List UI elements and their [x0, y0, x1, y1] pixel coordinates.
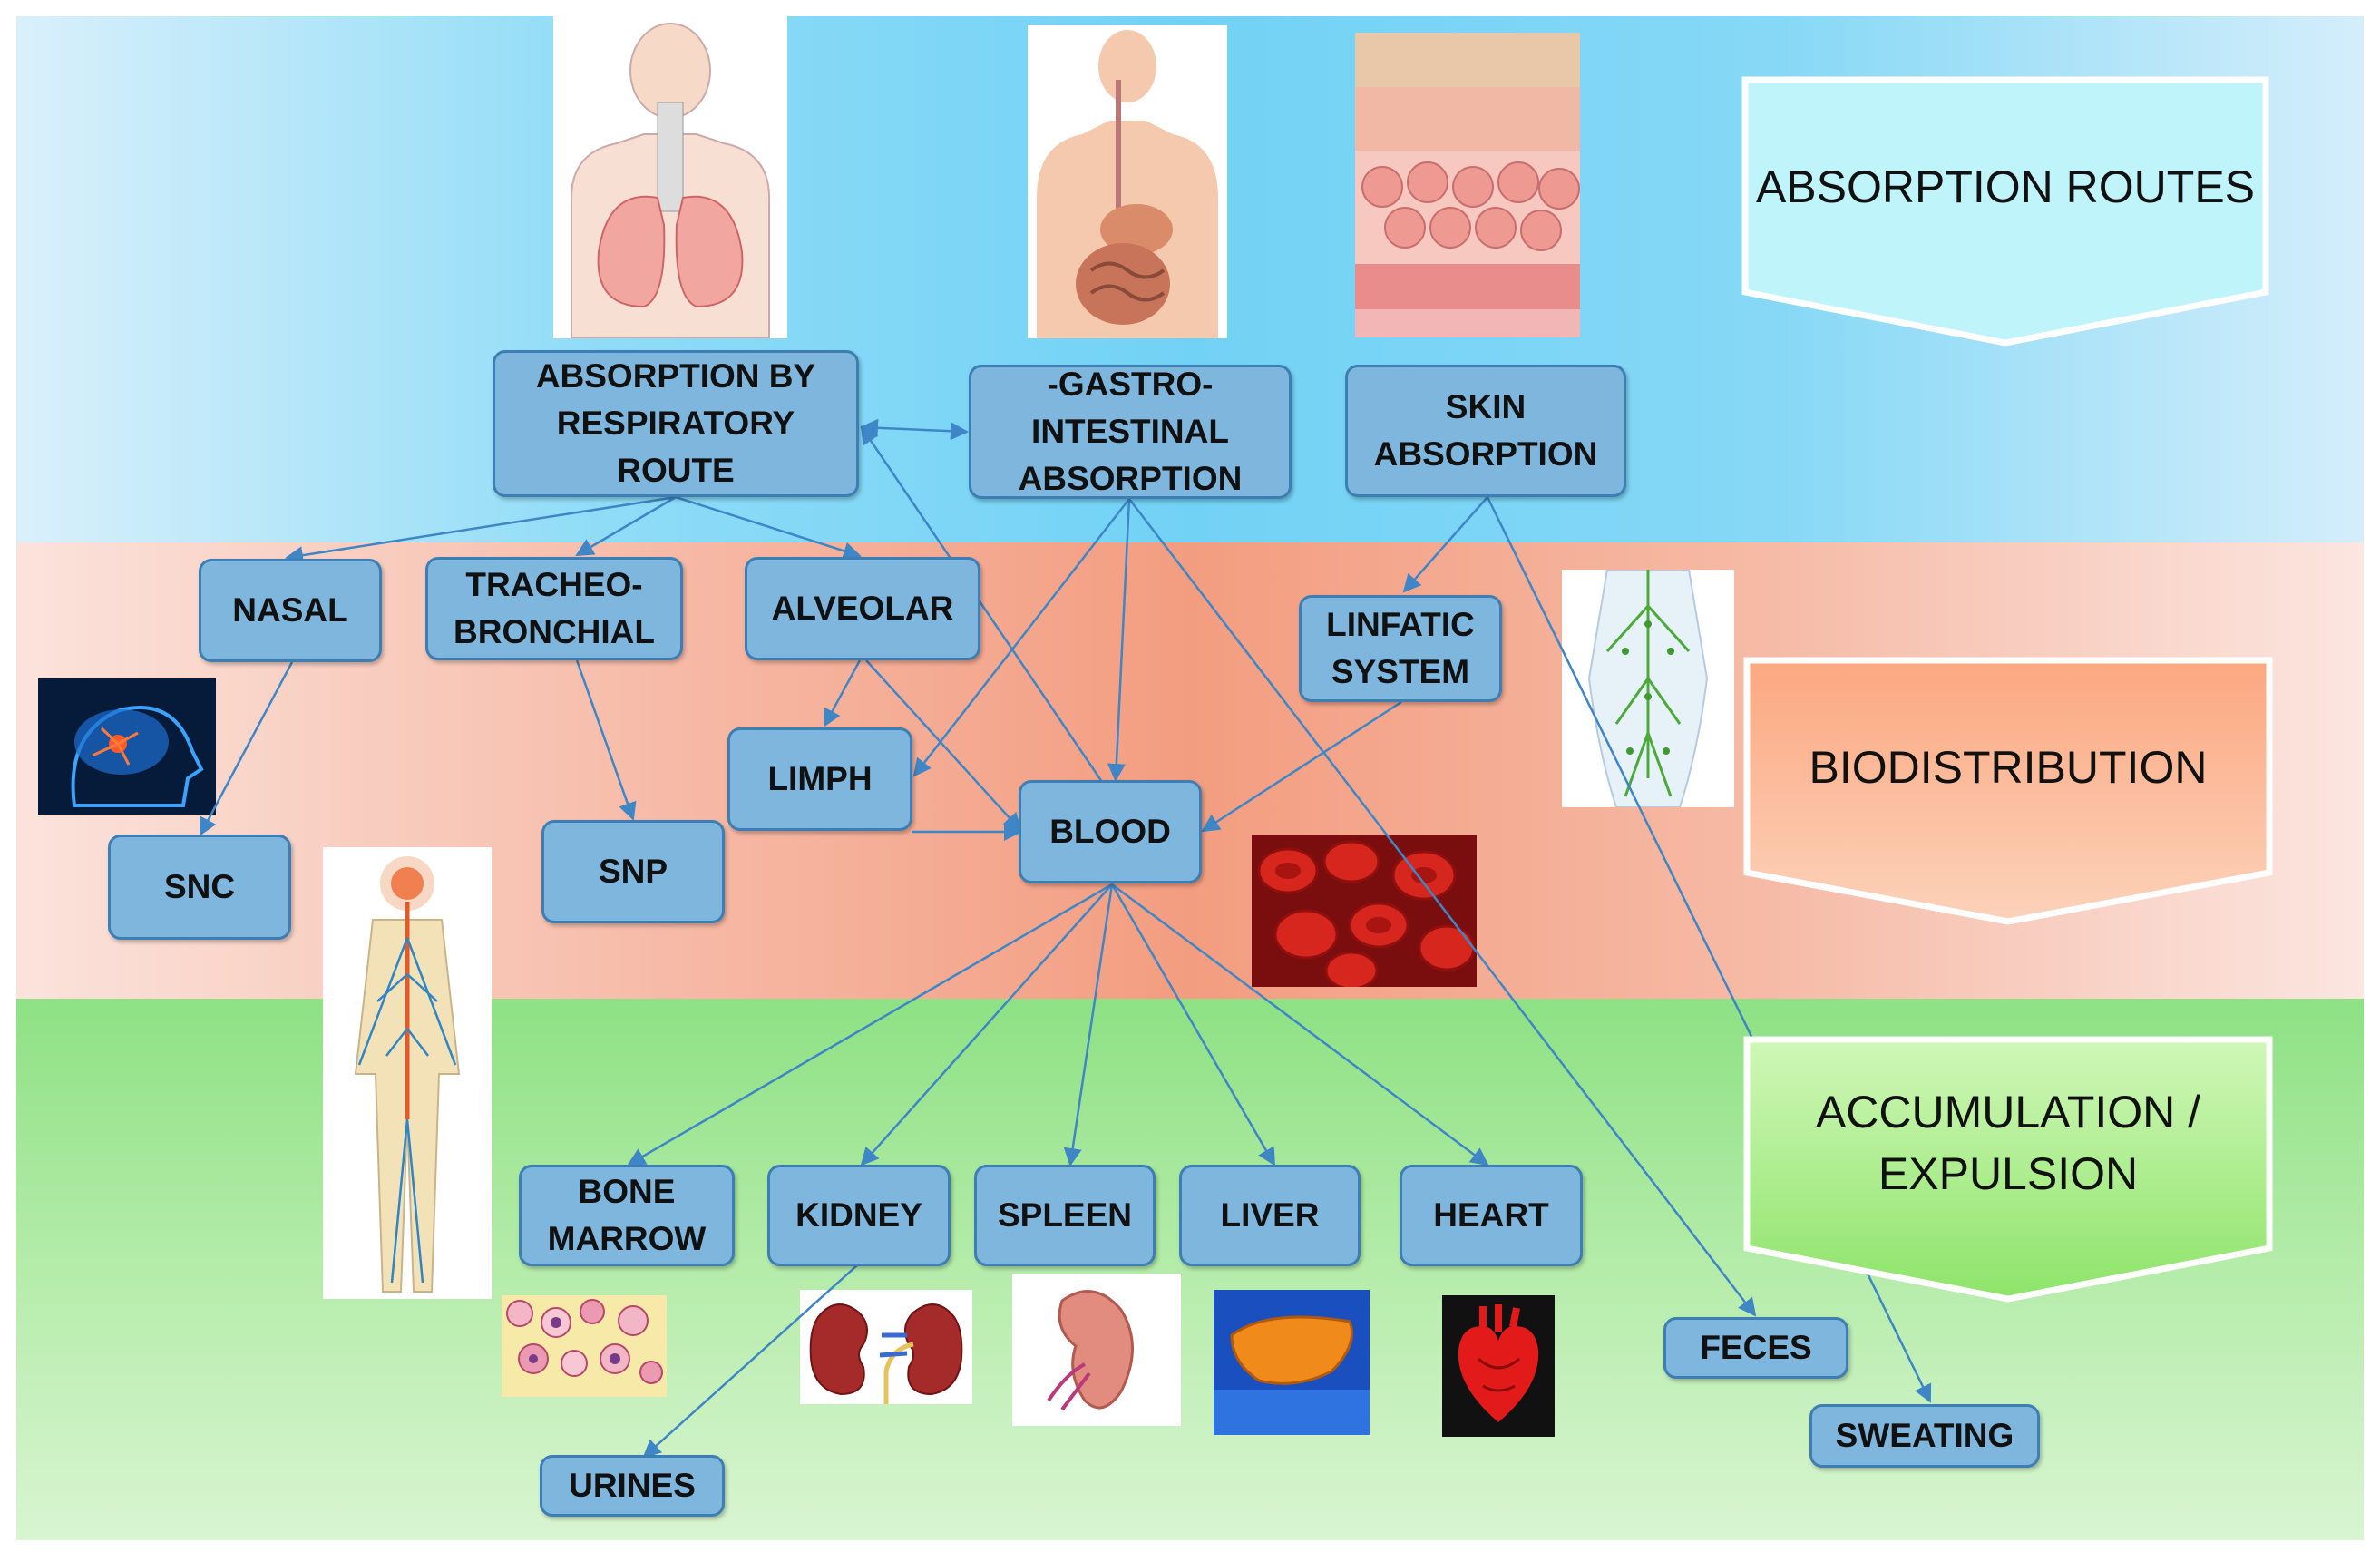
- digestive-system-icon: [1028, 25, 1227, 338]
- heart-node: HEART: [1400, 1165, 1583, 1266]
- snc-label: SNC: [163, 868, 236, 905]
- skin-absorption-label: SKIN ABSORPTION: [1373, 388, 1598, 473]
- urines-node: URINES: [540, 1455, 725, 1517]
- skin-absorption-node: SKIN ABSORPTION: [1345, 365, 1626, 497]
- tracheobronchial-node: TRACHEO- BRONCHIAL: [425, 557, 683, 660]
- gastrointestinal-absorption-node: -GASTRO- INTESTINAL ABSORPTION: [969, 365, 1292, 499]
- tracheobronchial-label: TRACHEO- BRONCHIAL: [454, 566, 655, 650]
- bone-marrow-icon: [502, 1295, 667, 1397]
- spleen-node: SPLEEN: [974, 1165, 1156, 1266]
- urines-label: URINES: [569, 1467, 696, 1504]
- bone-marrow-node: BONE MARROW: [519, 1165, 735, 1266]
- limph-label: LIMPH: [767, 760, 873, 797]
- respiratory-absorption-node: ABSORPTION BY RESPIRATORY ROUTE: [493, 350, 859, 497]
- feces-label: FECES: [1700, 1329, 1812, 1366]
- alveolar-node: ALVEOLAR: [745, 557, 980, 660]
- lungs-icon: [553, 16, 787, 339]
- bone-marrow-label: BONE MARROW: [547, 1173, 707, 1257]
- nasal-label: NASAL: [232, 591, 348, 629]
- respiratory-absorption-label: ABSORPTION BY RESPIRATORY ROUTE: [535, 357, 816, 489]
- brain-icon: [38, 678, 216, 815]
- heart-icon: [1442, 1295, 1555, 1437]
- biodistribution-title: BIODISTRIBUTION: [1809, 742, 2208, 793]
- liver-icon: [1214, 1290, 1370, 1435]
- linfatic-system-label: LINFATIC SYSTEM: [1326, 606, 1475, 690]
- snp-node: SNP: [541, 820, 725, 923]
- blood-label: BLOOD: [1049, 813, 1171, 850]
- liver-label: LIVER: [1220, 1196, 1320, 1234]
- nasal-node: NASAL: [199, 559, 382, 662]
- heart-label: HEART: [1433, 1196, 1549, 1234]
- blood-node: BLOOD: [1019, 780, 1202, 883]
- absorption-routes-banner: ABSORPTION ROUTES: [1738, 74, 2273, 347]
- liver-node: LIVER: [1179, 1165, 1361, 1266]
- sweating-label: SWEATING: [1835, 1417, 2014, 1454]
- linfatic-system-node: LINFATIC SYSTEM: [1299, 595, 1502, 702]
- kidneys-icon: [800, 1290, 972, 1404]
- alveolar-label: ALVEOLAR: [771, 590, 954, 627]
- sweating-node: SWEATING: [1809, 1404, 2040, 1468]
- absorption-routes-title: ABSORPTION ROUTES: [1755, 161, 2256, 212]
- gastrointestinal-absorption-label: -GASTRO- INTESTINAL ABSORPTION: [1018, 366, 1243, 497]
- kidney-node: KIDNEY: [767, 1165, 951, 1266]
- kidney-label: KIDNEY: [795, 1196, 922, 1234]
- accumulation-expulsion-title: ACCUMULATION / EXPULSION: [1815, 1087, 2201, 1199]
- snp-label: SNP: [598, 853, 668, 890]
- limph-node: LIMPH: [727, 727, 912, 831]
- snc-node: SNC: [108, 835, 291, 940]
- nervous-system-icon: [323, 847, 492, 1299]
- red-blood-cells-icon: [1252, 835, 1477, 991]
- skin-layers-icon: [1355, 33, 1580, 337]
- biodistribution-banner: BIODISTRIBUTION: [1740, 655, 2277, 927]
- accumulation-expulsion-banner: ACCUMULATION / EXPULSION: [1740, 1034, 2277, 1306]
- spleen-label: SPLEEN: [997, 1196, 1133, 1234]
- spleen-icon: [1012, 1274, 1181, 1426]
- lymphatic-system-icon: [1562, 569, 1734, 808]
- feces-node: FECES: [1663, 1317, 1848, 1379]
